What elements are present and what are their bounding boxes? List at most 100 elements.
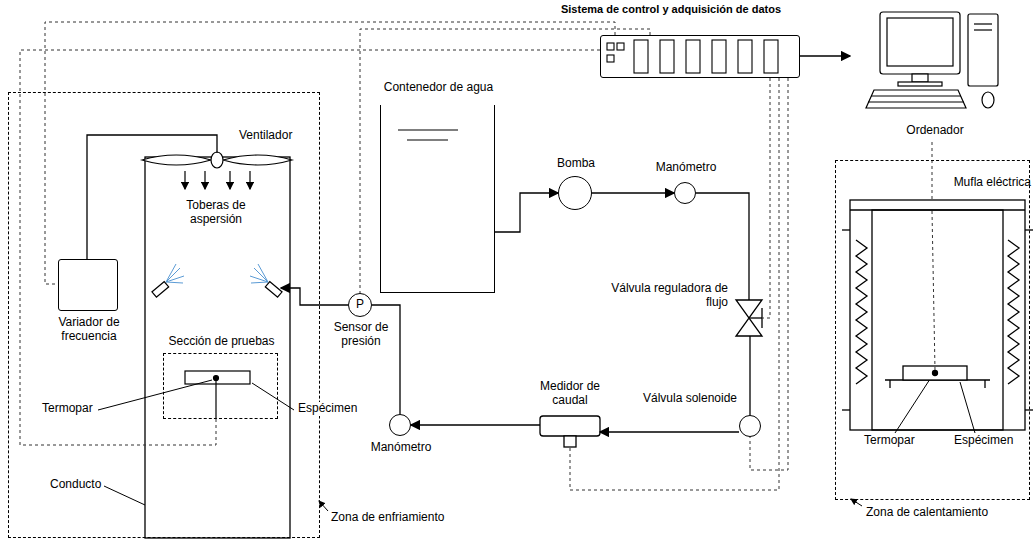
water-spray	[166, 264, 268, 283]
solenoid-valve: Válvula solenoide	[739, 415, 761, 437]
part-label: Termopar	[862, 434, 917, 448]
specimen	[214, 376, 219, 381]
computer-symbol	[871, 95, 961, 96]
node-label: Manómetro	[646, 161, 726, 175]
muffle-furnace	[842, 200, 1033, 430]
muffle-furnace	[842, 229, 850, 230]
pump: Bomba	[558, 176, 592, 210]
pipe-line	[592, 192, 674, 193]
test-section: Sección de pruebas	[163, 353, 278, 419]
daq-modules	[607, 43, 614, 50]
part-label: Espécimen	[952, 434, 1015, 448]
node-label: Zona de enfriamiento	[331, 511, 471, 525]
computer-symbol	[868, 101, 964, 102]
valve-symbol	[749, 317, 762, 318]
computer: Ordenador	[850, 8, 1020, 142]
muffle-furnace	[933, 371, 938, 376]
muffle-furnace	[984, 380, 985, 388]
node-label: Contenedor de agua	[376, 81, 501, 95]
muffle-furnace	[932, 211, 935, 370]
muffle-furnace	[1025, 409, 1033, 410]
signal-line	[570, 78, 779, 490]
daq-modules	[617, 43, 624, 50]
node-label: Manómetro	[361, 441, 441, 455]
spray-nozzle	[265, 282, 282, 298]
muffle-furnace	[842, 409, 850, 410]
signal-line	[20, 50, 600, 445]
leader-line	[319, 501, 328, 511]
spray-nozzle	[152, 282, 282, 298]
daq-modules	[712, 40, 726, 73]
computer-symbol	[974, 29, 992, 30]
leader-line	[252, 383, 294, 410]
muffle-furnace	[1025, 229, 1033, 230]
pipe-line	[281, 288, 348, 305]
node-label: Zona de calentamiento	[866, 506, 1016, 520]
pressure-gauge: Manómetro	[389, 414, 411, 436]
specimen	[185, 371, 250, 418]
cooling-zone: Zona de enfriamientoVariador de frecuenc…	[8, 92, 320, 538]
signal-line	[762, 78, 770, 318]
node-label: Sistema de control y adquisición de dato…	[501, 3, 841, 16]
signal-line	[360, 29, 650, 293]
pipe-line	[495, 193, 558, 232]
pipe-line	[800, 55, 850, 56]
node-label: Sección de pruebas	[149, 335, 294, 349]
fan: Ventilador	[143, 153, 293, 171]
computer-symbol	[887, 18, 953, 66]
leader-line	[960, 382, 975, 433]
water-spray	[251, 282, 268, 283]
daq-modules	[660, 40, 674, 73]
leader-line	[98, 380, 212, 410]
air-flow-arrow	[204, 171, 205, 189]
flow-control-valve: Válvula reguladora de flujo	[736, 300, 762, 336]
signal-line	[750, 78, 788, 470]
air-flow-arrow	[249, 171, 250, 189]
valve-symbol	[736, 300, 762, 336]
node-label: Bomba	[546, 157, 606, 171]
valve-symbol	[736, 300, 762, 336]
computer-symbol	[898, 82, 942, 86]
air-flow-arrow	[229, 171, 230, 189]
water-level	[398, 129, 458, 130]
muffle-furnace	[850, 200, 1025, 430]
fan-symbol	[223, 155, 292, 165]
water-level	[407, 139, 448, 140]
flowmeter-symbol	[540, 416, 600, 447]
daq-system: Sistema de control y adquisición de dato…	[600, 35, 800, 78]
leader-line	[895, 376, 932, 433]
node-label: Válvula reguladora de flujo	[608, 282, 728, 310]
water-spray	[166, 282, 183, 283]
computer-symbol	[974, 23, 992, 24]
specimen	[185, 371, 250, 384]
heating-zone: Zona de calentamientoMufla eléctrica	[835, 160, 1030, 500]
water-tank: Contenedor de agua	[380, 105, 495, 293]
daq-modules	[607, 55, 614, 62]
daq-modules	[764, 40, 778, 73]
daq-modules	[686, 40, 700, 73]
part-label: Espécimen	[296, 402, 359, 416]
fan-symbol	[142, 152, 292, 168]
signal-line	[45, 22, 615, 284]
air-flow-arrow	[185, 171, 250, 189]
flow-meter: Medidor de caudal	[540, 416, 600, 448]
part-label: Conducto	[48, 478, 103, 492]
leader-line	[104, 486, 145, 505]
computer-symbol	[912, 74, 928, 82]
flowmeter-symbol	[564, 436, 576, 447]
computer-symbol	[866, 90, 966, 108]
flowmeter-symbol	[540, 416, 600, 436]
computer-symbol	[968, 14, 998, 86]
node-label: Variador de frecuencia	[39, 316, 139, 344]
muffle-furnace	[856, 240, 867, 384]
node-label: Válvula solenoide	[630, 392, 750, 406]
leader-line	[851, 499, 862, 506]
node-label: Ventilador	[239, 129, 319, 143]
part-label: Termopar	[40, 402, 95, 416]
node-label: Toberas de aspersión	[166, 199, 266, 227]
water-level	[398, 130, 458, 140]
node-label: Medidor de caudal	[530, 380, 610, 408]
fan-symbol	[142, 155, 211, 165]
